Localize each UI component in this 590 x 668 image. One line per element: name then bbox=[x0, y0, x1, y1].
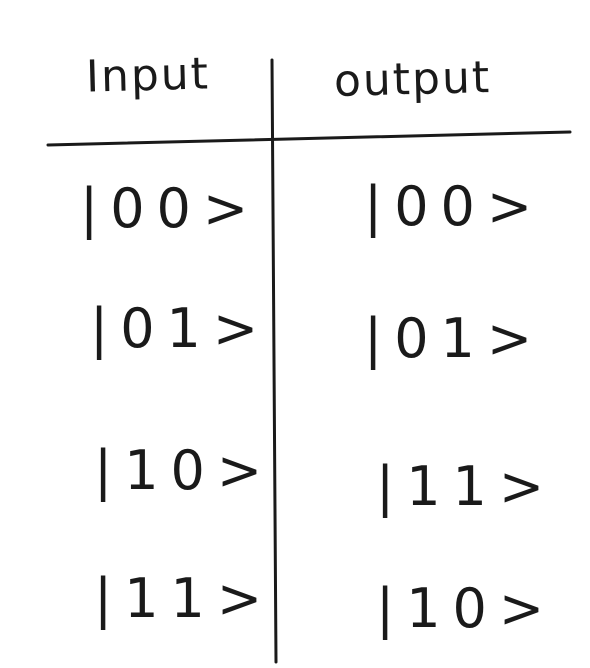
column-divider bbox=[270, 58, 278, 664]
input-cell-row-4: |11> bbox=[94, 567, 275, 630]
output-cell-row-2: |01> bbox=[364, 307, 545, 370]
input-column-header: Input bbox=[85, 48, 211, 103]
output-cell-row-1: |00> bbox=[364, 175, 545, 238]
output-column-header: output bbox=[333, 51, 492, 108]
header-divider bbox=[46, 130, 572, 147]
output-cell-row-4: |10> bbox=[376, 577, 557, 640]
input-cell-row-3: |10> bbox=[94, 439, 275, 502]
output-cell-row-3: |11> bbox=[376, 455, 557, 518]
input-cell-row-2: |01> bbox=[90, 297, 271, 360]
input-cell-row-1: |00> bbox=[80, 177, 261, 240]
